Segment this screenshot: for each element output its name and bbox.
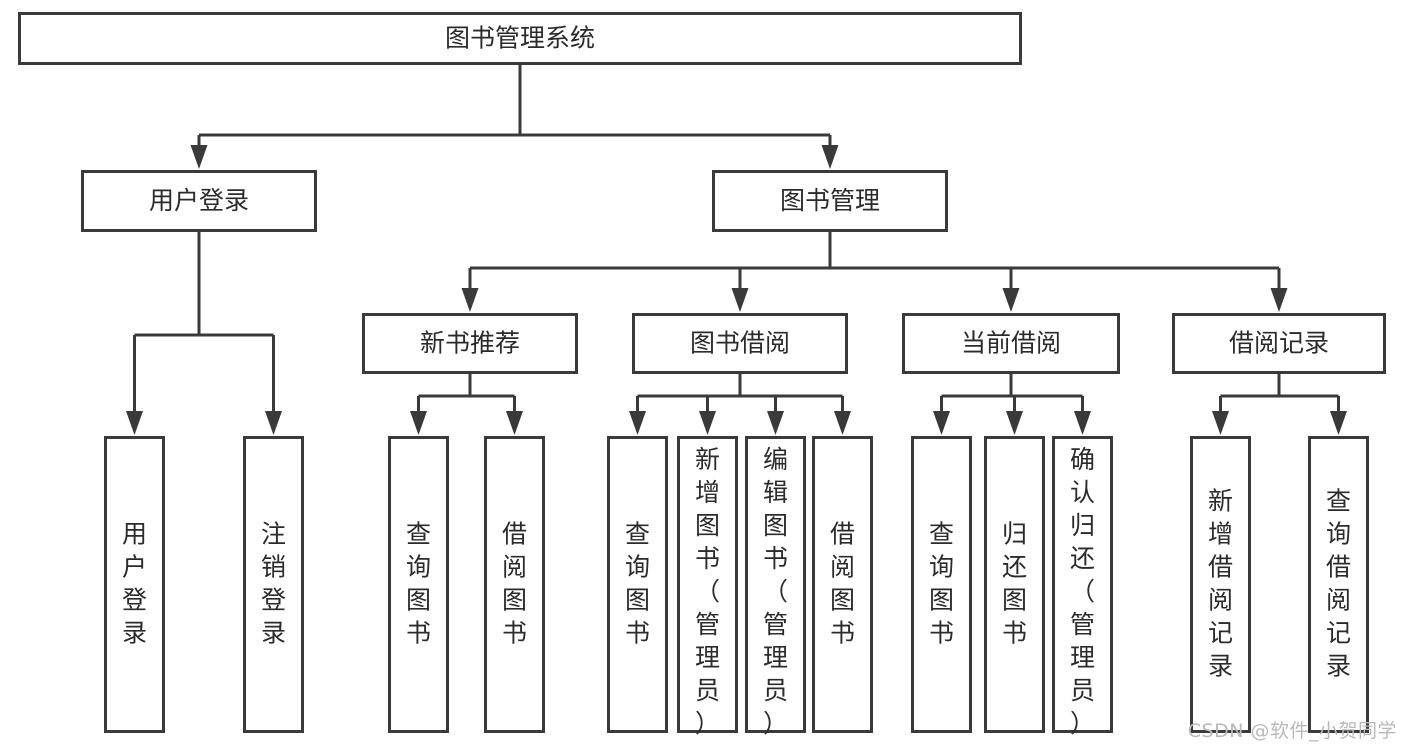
node-new-book-rec[interactable]: 新书推荐: [362, 313, 578, 374]
node-label: 归还图书: [1002, 520, 1027, 648]
node-label: 确认归还（管理员）: [1070, 445, 1095, 738]
node-box: [388, 436, 449, 733]
node-box: [911, 436, 972, 733]
node-label: 图书管理系统: [445, 24, 595, 53]
node-label: 借阅图书: [830, 520, 855, 648]
node-user-login[interactable]: 用户登录: [81, 170, 317, 232]
node-current-borrow[interactable]: 当前借阅: [902, 313, 1120, 374]
node-label: 用户登录: [149, 186, 249, 215]
node-borrow-record[interactable]: 借阅记录: [1172, 313, 1386, 374]
node-leaf-add-book[interactable]: 新增图书（管理员）: [677, 436, 738, 739]
node-leaf-query-record[interactable]: 查询借阅记录: [1308, 436, 1369, 733]
node-leaf-edit-book[interactable]: 编辑图书（管理员）: [745, 436, 806, 739]
node-leaf-query-book-borrow[interactable]: 查询图书: [607, 436, 668, 733]
connector-group: [1212, 374, 1347, 435]
node-label: 图书管理: [780, 186, 880, 215]
node-label: 新增借阅记录: [1208, 487, 1233, 681]
node-leaf-query-book-cur[interactable]: 查询图书: [911, 436, 972, 733]
node-leaf-add-record[interactable]: 新增借阅记录: [1190, 436, 1251, 733]
node-box: [1308, 436, 1369, 733]
node-label: 图书借阅: [690, 329, 790, 358]
node-box: [484, 436, 545, 733]
node-label: 查询借阅记录: [1326, 487, 1351, 681]
node-box: [362, 313, 578, 374]
connector-group: [461, 232, 1288, 312]
node-label: 当前借阅: [961, 329, 1061, 358]
node-box: [984, 436, 1045, 733]
node-box: [1190, 436, 1251, 733]
connectors-layer: [126, 65, 1347, 435]
node-leaf-return-book[interactable]: 归还图书: [984, 436, 1045, 733]
node-label: 编辑图书（管理员）: [763, 445, 788, 738]
node-label: 查询图书: [929, 520, 954, 648]
node-label: 注销登录: [261, 520, 286, 648]
node-leaf-borrow-book[interactable]: 借阅图书: [812, 436, 873, 733]
node-label: 借阅记录: [1229, 329, 1329, 358]
node-leaf-query-book-rec[interactable]: 查询图书: [388, 436, 449, 733]
node-box: [677, 436, 738, 733]
node-box: [104, 436, 165, 733]
node-box: [607, 436, 668, 733]
node-label: 新书推荐: [420, 329, 520, 358]
node-label: 查询图书: [406, 520, 431, 648]
node-box: [81, 170, 317, 232]
node-label: 查询图书: [625, 520, 650, 648]
node-book-manage[interactable]: 图书管理: [712, 170, 948, 232]
node-box: [1052, 436, 1113, 733]
nodes-layer: 图书管理系统用户登录图书管理新书推荐图书借阅当前借阅借阅记录用户登录注销登录查询…: [18, 12, 1386, 739]
node-box: [902, 313, 1120, 374]
node-book-borrow[interactable]: 图书借阅: [632, 313, 848, 374]
connector-group: [933, 374, 1091, 435]
connector-group: [126, 232, 282, 435]
node-leaf-confirm-return[interactable]: 确认归还（管理员）: [1052, 436, 1113, 739]
node-label: 新增图书（管理员）: [695, 445, 720, 738]
node-box: [18, 12, 1022, 65]
connector-group: [410, 374, 523, 435]
node-leaf-user-logout[interactable]: 注销登录: [243, 436, 304, 733]
connector-group: [190, 65, 839, 169]
node-box: [632, 313, 848, 374]
node-box: [812, 436, 873, 733]
node-box: [243, 436, 304, 733]
node-leaf-user-login[interactable]: 用户登录: [104, 436, 165, 733]
node-label: 借阅图书: [502, 520, 527, 648]
node-box: [712, 170, 948, 232]
node-label: 用户登录: [122, 520, 147, 648]
node-box: [1172, 313, 1386, 374]
node-box: [745, 436, 806, 733]
node-root[interactable]: 图书管理系统: [18, 12, 1022, 65]
node-leaf-borrow-book-rec[interactable]: 借阅图书: [484, 436, 545, 733]
connector-group: [629, 374, 851, 435]
